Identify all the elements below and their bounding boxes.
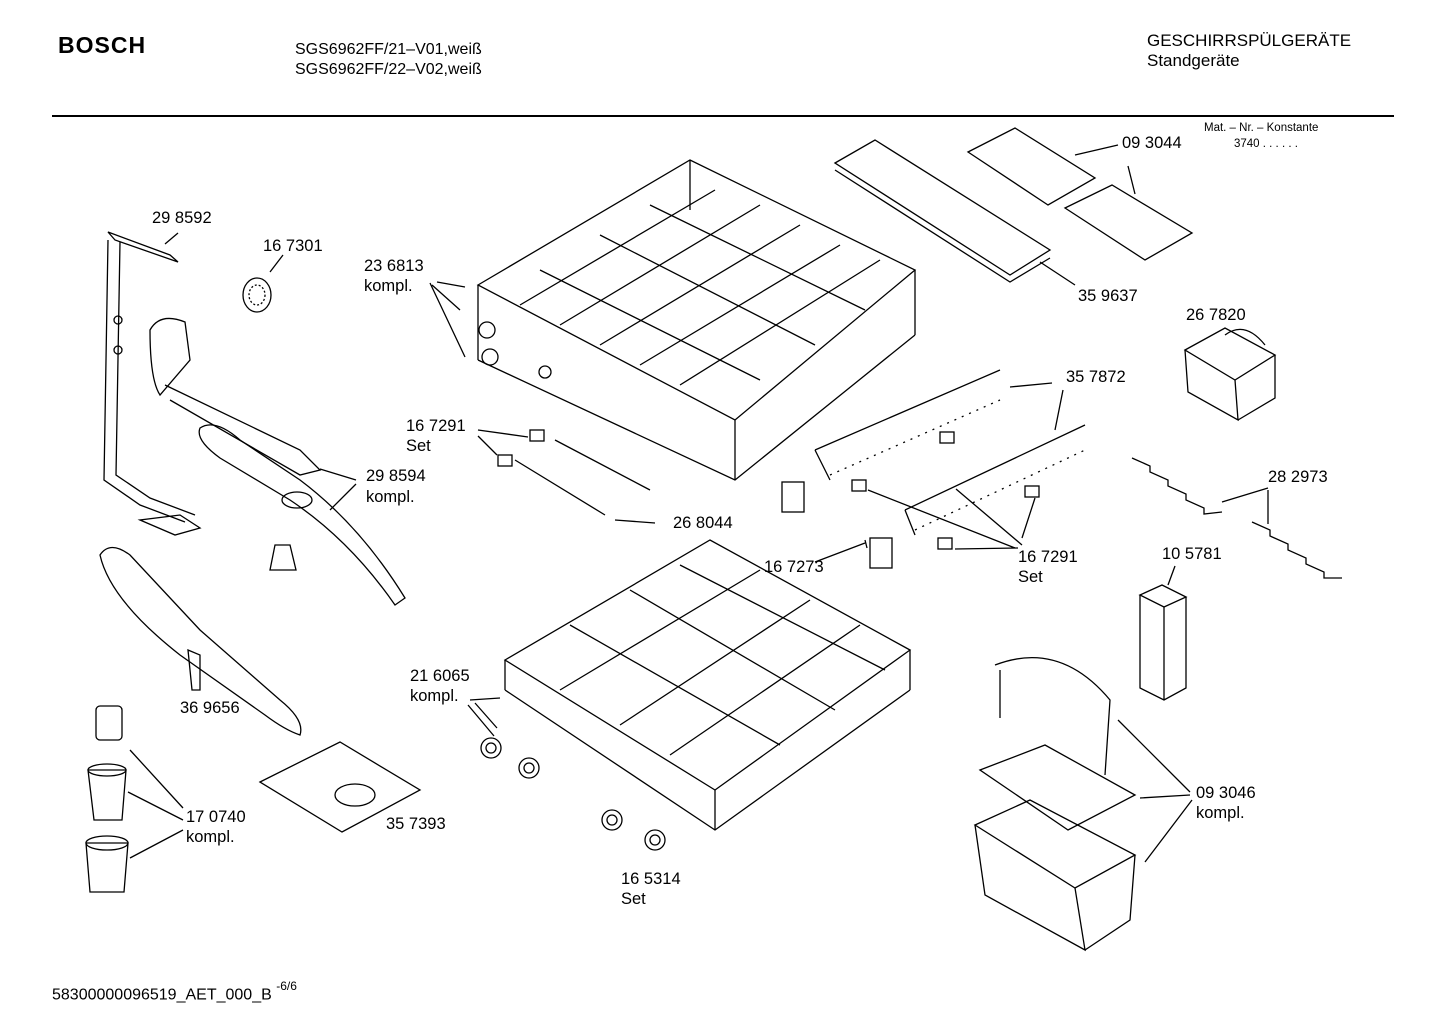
brand-logo: BOSCH: [58, 32, 147, 58]
part-label-236813-note: kompl.: [364, 277, 413, 295]
clip-part: [1024, 485, 1040, 498]
clip-part: [937, 537, 953, 550]
wheel-part: [601, 809, 623, 831]
part-label-236813: 23 6813: [364, 257, 424, 275]
filter-disc-part: [242, 277, 272, 313]
rack-insert-part: [966, 127, 1097, 206]
cutlery-basket-large-part: [973, 657, 1137, 952]
part-label-268044: 26 8044: [673, 514, 733, 532]
part-label-298592: 29 8592: [152, 209, 212, 227]
wheel-part: [644, 829, 666, 851]
upper-spray-arm-part: [149, 317, 406, 606]
rack-insert-part: [1063, 184, 1194, 261]
page-indicator: -6/6: [276, 979, 297, 993]
part-label-170740-note: kompl.: [186, 828, 235, 846]
part-label-267820: 26 7820: [1186, 306, 1246, 324]
part-label-167273: 16 7273: [764, 558, 824, 576]
part-label-298594: 29 8594: [366, 467, 426, 485]
part-label-167291-upper-note: Set: [406, 437, 431, 455]
model-line-1: SGS6962FF/21–V01,weiß: [295, 41, 482, 58]
tine-row-part: [814, 369, 1001, 481]
document-footer: 58300000096519_AET_000_B -6/6: [52, 979, 297, 1004]
holder-part: [781, 481, 805, 513]
material-note-value: 3740 . . . . . .: [1234, 138, 1298, 150]
cutlery-basket-small-part: [1183, 327, 1277, 422]
cutlery-holder-part: [1138, 584, 1188, 701]
holder-part: [869, 537, 893, 569]
part-label-369656: 36 9656: [180, 699, 240, 717]
part-label-167291-lower-note: Set: [1018, 568, 1043, 586]
lower-spray-arm-part: [99, 546, 302, 736]
material-note-title: Mat. – Nr. – Konstante: [1204, 122, 1319, 134]
part-label-167301: 16 7301: [263, 237, 323, 255]
part-label-093046: 09 3046: [1196, 784, 1256, 802]
supply-pipe-part: [103, 231, 202, 536]
part-label-167291-upper: 16 7291: [406, 417, 466, 435]
category-subtitle: Standgeräte: [1147, 51, 1240, 70]
tine-row-part: [904, 424, 1086, 536]
cutlery-tray-part: [833, 139, 1052, 283]
filter-set-part: [85, 705, 129, 893]
upper-basket-part: [476, 159, 917, 481]
header-divider: [52, 115, 1394, 117]
part-label-216065: 21 6065: [410, 667, 470, 685]
part-label-359637: 35 9637: [1078, 287, 1138, 305]
clip-part: [851, 479, 867, 492]
category-title: GESCHIRRSPÜLGERÄTE: [1147, 31, 1352, 50]
clip-part: [497, 454, 513, 467]
clip-part: [939, 431, 955, 444]
document-id: 58300000096519_AET_000_B: [52, 986, 272, 1004]
part-label-282973: 28 2973: [1268, 468, 1328, 486]
part-label-357872: 35 7872: [1066, 368, 1126, 386]
part-label-093044: 09 3044: [1122, 134, 1182, 152]
part-label-298594-note: kompl.: [366, 488, 415, 506]
flat-sieve-part: [258, 741, 422, 833]
part-label-170740: 17 0740: [186, 808, 246, 826]
part-label-105781: 10 5781: [1162, 545, 1222, 563]
stepped-rack-part: [1131, 457, 1223, 515]
part-label-357393: 35 7393: [386, 815, 446, 833]
wheel-part: [518, 757, 540, 779]
lower-basket-part: [503, 539, 912, 831]
clip-part: [529, 429, 545, 442]
part-label-216065-note: kompl.: [410, 687, 459, 705]
stepped-rack-part: [1251, 521, 1342, 579]
tine-row-part: [514, 439, 651, 516]
part-label-167291-lower: 16 7291: [1018, 548, 1078, 566]
part-label-165314-note: Set: [621, 890, 646, 908]
model-line-2: SGS6962FF/22–V02,weiß: [295, 61, 482, 78]
part-label-093046-note: kompl.: [1196, 804, 1245, 822]
wheel-part: [480, 737, 502, 759]
part-label-165314: 16 5314: [621, 870, 681, 888]
